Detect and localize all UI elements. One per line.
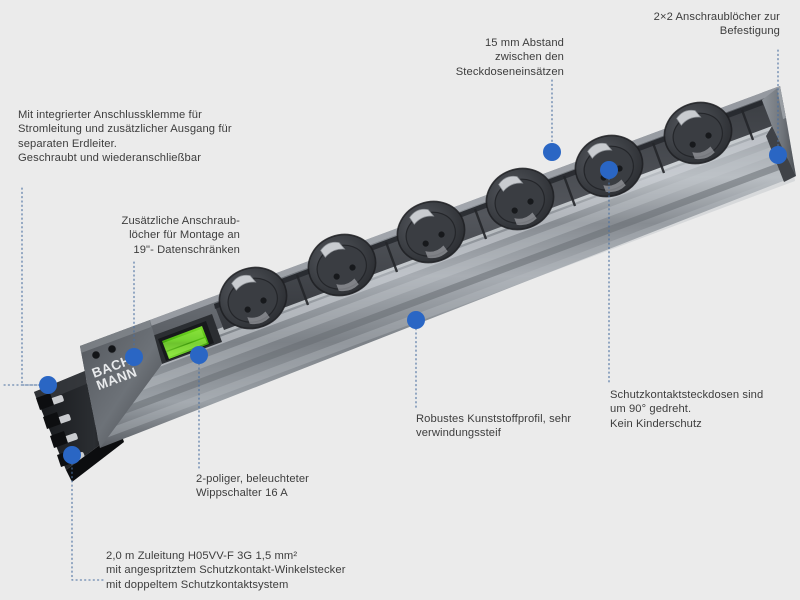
dot-wippschalter — [190, 346, 208, 364]
annotation-anschraubloecher-befestigung: 2×2 Anschraublöcher zur Befestigung — [653, 11, 780, 38]
annotation-anschraubloecher-19-zoll: Zusätzliche Anschraub- löcher für Montag… — [121, 215, 240, 256]
dot-abstand-15mm — [543, 143, 561, 161]
annotation-schutzkontaktsteckdosen: Schutzkontaktsteckdosen sind um 90° gedr… — [610, 389, 764, 430]
leader-lines — [3, 49, 779, 581]
annotation-anschlussklemme: Mit integrierter Anschlussklemme für Str… — [18, 109, 232, 165]
socket-separators — [295, 109, 755, 306]
annotation-kunststoffprofil: Robustes Kunststoffprofil, sehr verwindu… — [416, 413, 572, 440]
rocker-switch[interactable] — [152, 314, 222, 364]
dot-zuleitung — [63, 446, 81, 464]
annotation-wippschalter: 2-poliger, beleuchteter Wippschalter 16 … — [196, 473, 310, 500]
dot-anschraubloecher-befestigung — [769, 146, 787, 164]
left-end-cap: BACH MANN — [80, 320, 162, 448]
annotation-zuleitung: 2,0 m Zuleitung H05VV-F 3G 1,5 mm² mit a… — [106, 550, 346, 591]
dot-anschraubloecher-19-zoll — [125, 348, 143, 366]
annotation-abstand-15mm: 15 mm Abstand zwischen den Steckdosenein… — [455, 37, 564, 78]
dot-schutzkontaktsteckdosen — [600, 161, 618, 179]
callout-dots — [39, 143, 787, 464]
dot-kunststoffprofil — [407, 311, 425, 329]
dot-anschlussklemme — [39, 376, 57, 394]
